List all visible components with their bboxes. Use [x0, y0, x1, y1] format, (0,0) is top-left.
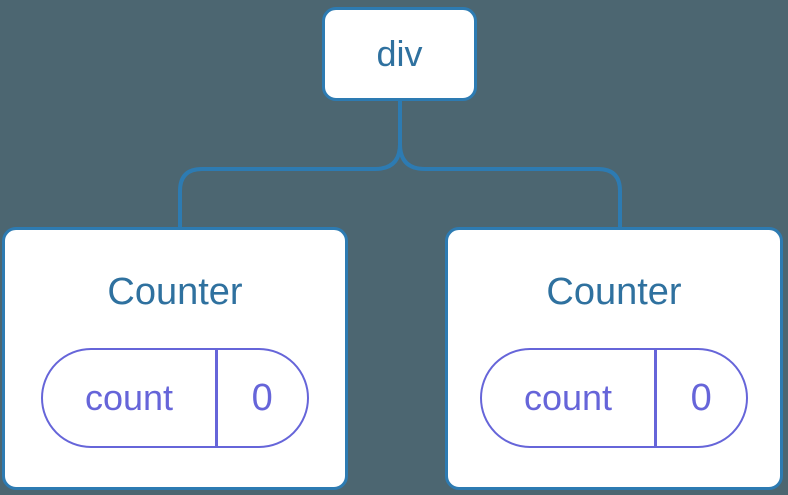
connector-right-branch [398, 99, 622, 229]
state-divider [654, 350, 657, 446]
state-value: 0 [690, 376, 712, 419]
tree-node-counter-left: Counter count 0 [2, 227, 348, 490]
state-key: count [84, 377, 174, 418]
state-pill: count 0 [41, 348, 309, 448]
state-divider [215, 350, 218, 446]
tree-node-div: div [322, 7, 477, 101]
root-node-label: div [376, 33, 423, 74]
state-value: 0 [251, 376, 273, 419]
connector-left-branch [178, 99, 402, 229]
component-name: Counter [546, 271, 682, 313]
component-name: Counter [107, 271, 243, 313]
state-key: count [523, 377, 613, 418]
state-pill: count 0 [480, 348, 748, 448]
tree-node-counter-right: Counter count 0 [445, 227, 783, 490]
